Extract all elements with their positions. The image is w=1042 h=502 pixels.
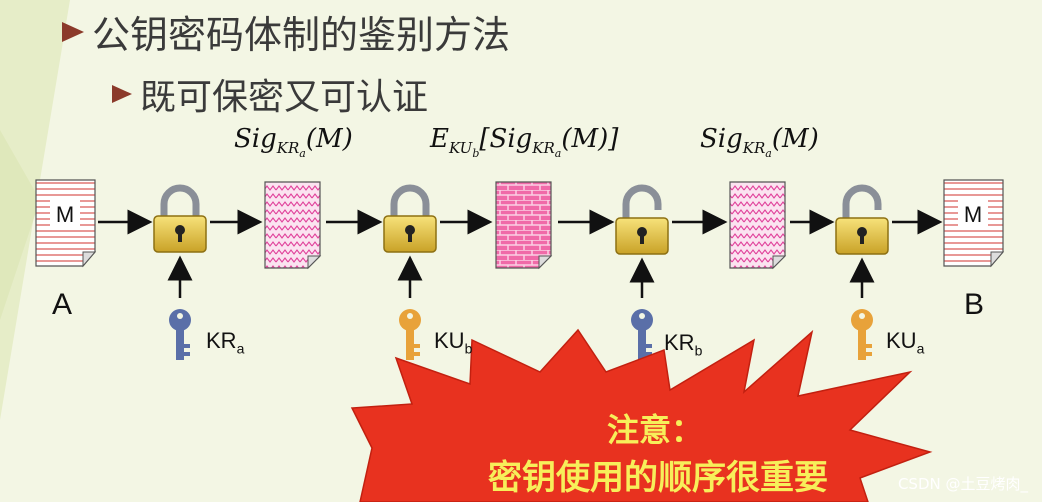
lock-icon-1: [153, 184, 207, 253]
svg-text:M: M: [964, 202, 982, 227]
svg-text:M: M: [56, 202, 74, 227]
key-label-kub: KUb: [434, 328, 473, 357]
bullet-arrow-icon: [112, 85, 132, 103]
callout-title: 注意：: [606, 411, 703, 449]
formula-encrypted-signature: EKUb[SigKRa(M)]: [430, 124, 619, 161]
formula-signature-2: SigKRa(M): [700, 124, 819, 161]
background-decoration: [0, 0, 70, 420]
callout-message: 密钥使用的顺序很重要: [488, 458, 828, 498]
unlocked-icon-3: [615, 184, 669, 255]
bullet-level1: 公钥密码体制的鉴别方法: [62, 4, 510, 59]
key-label-kra: KRa: [206, 328, 245, 357]
callout-burst: [350, 328, 933, 502]
document-plaintext-a: M: [35, 179, 97, 268]
lock-icon-2: [383, 184, 437, 253]
bullet-arrow-icon: [62, 21, 84, 42]
document-plaintext-b: M: [943, 179, 1005, 268]
key-icon-kra: [169, 309, 191, 360]
bullet-level1-text: 公钥密码体制的鉴别方法: [92, 13, 511, 57]
key-label-krb: KRb: [664, 330, 703, 359]
document-encrypted: [495, 181, 553, 270]
formula-signature-1: SigKRa(M): [234, 124, 353, 161]
party-receiver-label: B: [964, 288, 985, 321]
key-icon-kua: [851, 309, 873, 360]
unlocked-icon-4: [835, 184, 889, 255]
bullet-level2-text: 既可保密又可认证: [140, 77, 429, 118]
key-label-kua: KUa: [886, 328, 925, 357]
watermark: CSDN @土豆烤肉_: [897, 475, 1028, 493]
document-signed-2: [729, 181, 787, 270]
party-sender-label: A: [52, 288, 73, 321]
key-input-arrows: [167, 255, 875, 298]
key-icon-krb: [631, 309, 653, 360]
key-icon-kub: [399, 309, 421, 360]
document-signed-1: [264, 181, 322, 270]
bullet-level2: 既可保密又可认证: [112, 68, 428, 120]
